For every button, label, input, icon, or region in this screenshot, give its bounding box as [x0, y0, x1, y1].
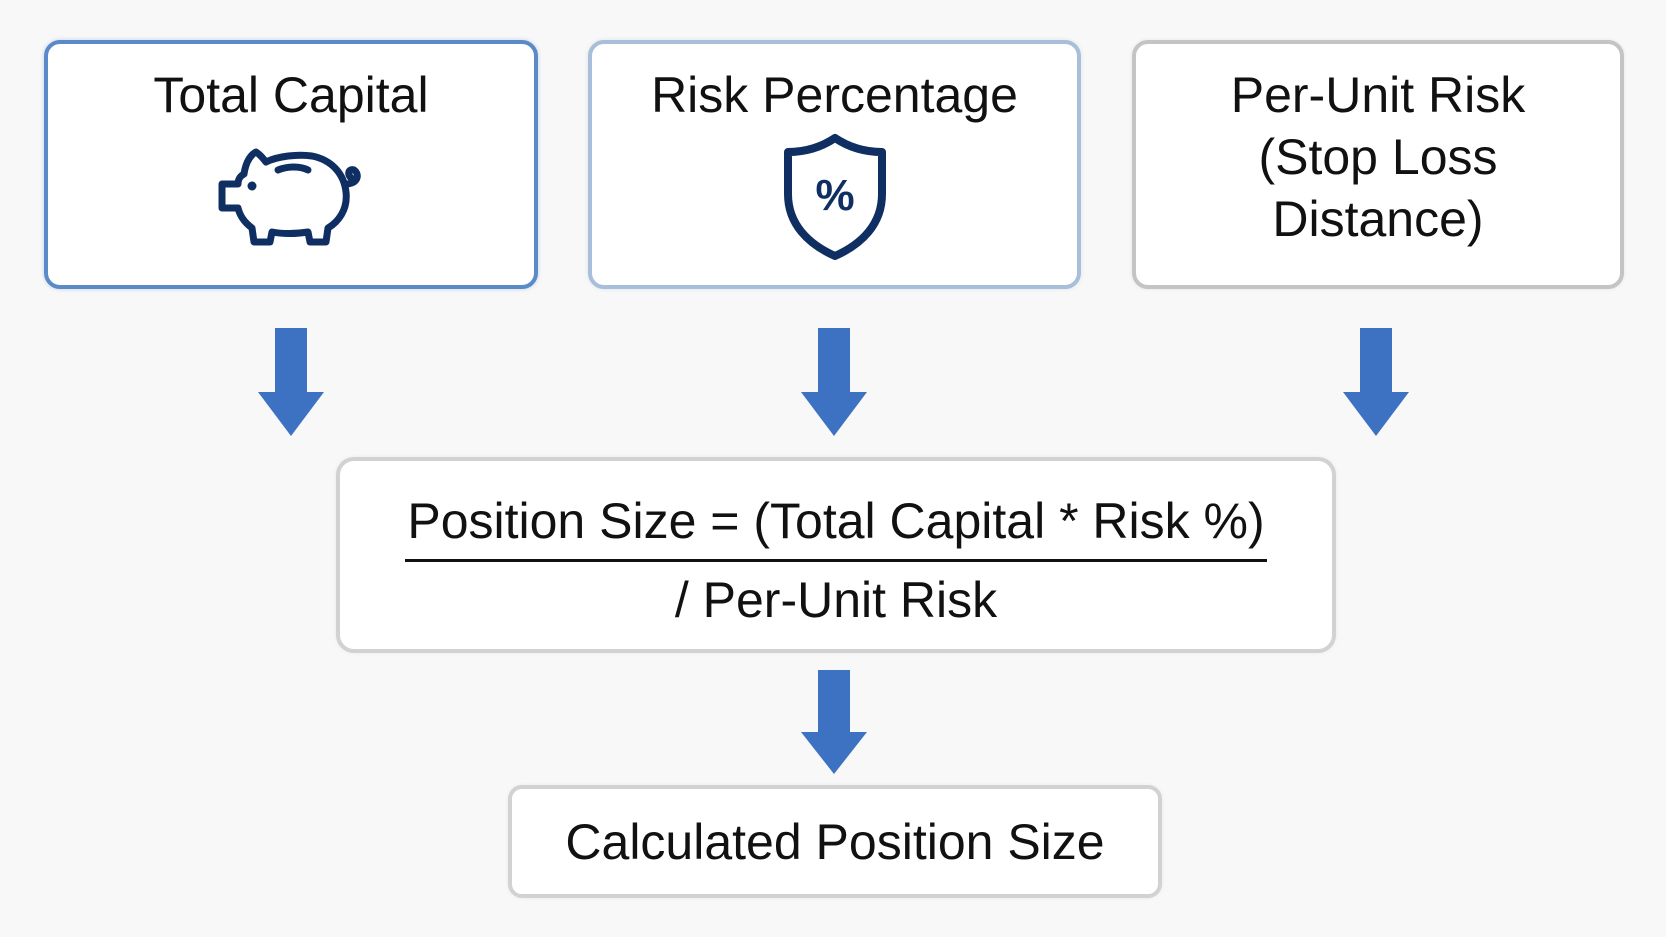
risk-percentage-title: Risk Percentage — [651, 67, 1018, 123]
total-capital-title: Total Capital — [153, 67, 429, 123]
per-unit-risk-title: Per-Unit Risk (Stop Loss Distance) — [1230, 67, 1526, 247]
arrow-down-icon — [801, 670, 867, 774]
result-card: Calculated Position Size — [508, 785, 1162, 898]
arrow-down-icon — [1343, 328, 1409, 436]
piggy-bank-icon — [216, 132, 366, 255]
formula-card: Position Size = (Total Capital * Risk %)… — [336, 457, 1336, 653]
formula-numerator: Position Size = (Total Capital * Risk %) — [405, 489, 1267, 562]
shield-percent-symbol: % — [815, 171, 854, 220]
result-title: Calculated Position Size — [565, 813, 1105, 870]
shield-percent-icon: % — [780, 132, 890, 265]
per-unit-risk-card: Per-Unit Risk (Stop Loss Distance) — [1132, 40, 1624, 289]
arrow-down-icon — [258, 328, 324, 436]
formula-denominator: / Per-Unit Risk — [674, 572, 998, 628]
risk-percentage-card: Risk Percentage % — [588, 40, 1081, 289]
total-capital-card: Total Capital — [44, 40, 538, 289]
arrow-down-icon — [801, 328, 867, 436]
